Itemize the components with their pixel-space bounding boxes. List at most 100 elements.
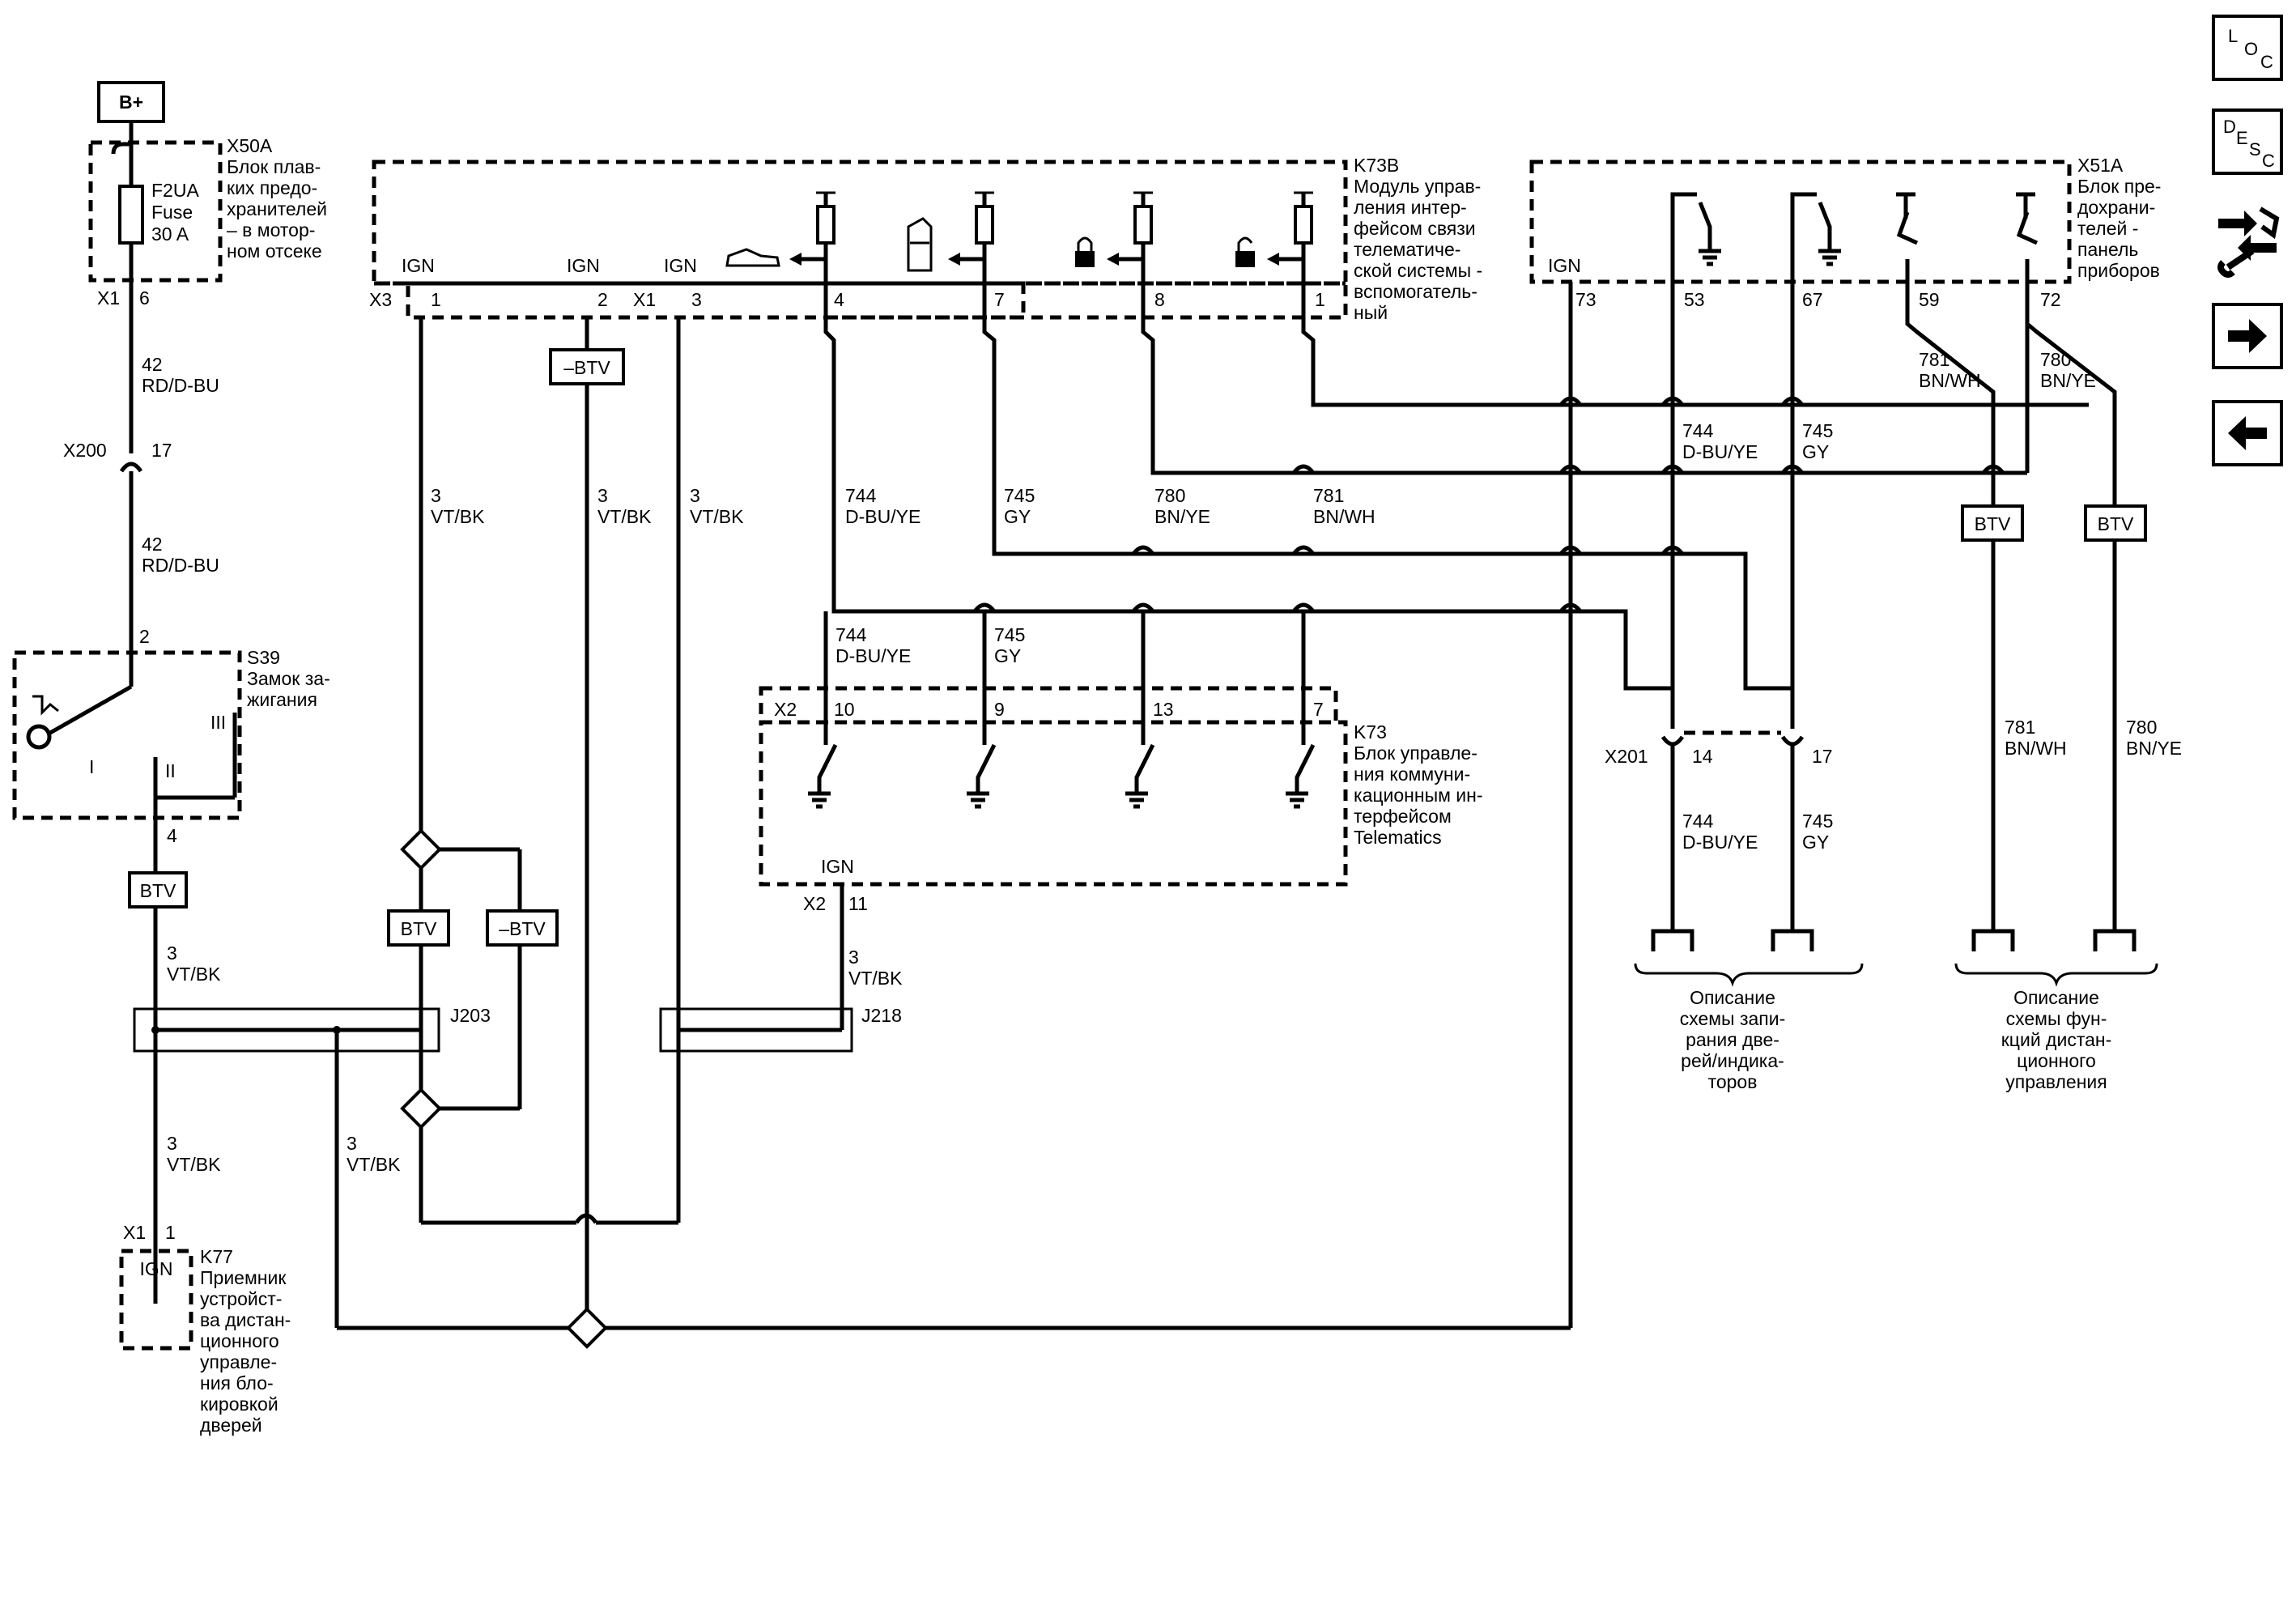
svg-text:устройст-: устройст- <box>200 1288 282 1309</box>
svg-text:VT/BK: VT/BK <box>597 506 652 527</box>
svg-text:67: 67 <box>1802 289 1823 310</box>
svg-text:торов: торов <box>1708 1071 1758 1092</box>
svg-text:–BTV: –BTV <box>499 918 546 939</box>
svg-text:3: 3 <box>691 289 702 310</box>
ref-locking-terminals: Описание схемы запи- рания две- рей/инди… <box>1634 929 1864 1092</box>
svg-text:ционного: ционного <box>2017 1050 2096 1071</box>
svg-text:D-BU/YE: D-BU/YE <box>1682 832 1758 853</box>
splice-node-bottom <box>566 1307 608 1349</box>
svg-text:управле-: управле- <box>200 1351 277 1372</box>
svg-text:ких предо-: ких предо- <box>227 177 317 198</box>
svg-text:X201: X201 <box>1605 746 1648 767</box>
svg-text:кировкой: кировкой <box>200 1394 278 1415</box>
svg-text:–BTV: –BTV <box>563 357 610 378</box>
svg-text:BTV: BTV <box>1975 513 2011 534</box>
svg-text:744: 744 <box>845 485 877 506</box>
svg-text:ской системы -: ской системы - <box>1354 260 1482 281</box>
svg-text:схемы запи-: схемы запи- <box>1680 1008 1786 1029</box>
svg-text:11: 11 <box>848 893 868 914</box>
svg-text:Блок плав-: Блок плав- <box>227 156 321 177</box>
svg-text:IGN: IGN <box>402 255 435 276</box>
svg-text:BTV: BTV <box>401 918 437 939</box>
svg-text:IGN: IGN <box>140 1258 173 1279</box>
ground-icon <box>808 743 1316 809</box>
neg-btv-label-j203: –BTV <box>486 909 559 947</box>
svg-text:X3: X3 <box>369 289 392 310</box>
svg-text:Блок управле-: Блок управле- <box>1354 743 1478 764</box>
svg-text:жигания: жигания <box>247 689 317 710</box>
svg-text:781: 781 <box>2005 717 2035 738</box>
svg-text:BN/YE: BN/YE <box>1154 506 1210 527</box>
svg-text:Блок пре-: Блок пре- <box>2077 176 2161 197</box>
svg-text:BN/WH: BN/WH <box>2005 738 2067 759</box>
svg-text:S39: S39 <box>247 647 280 668</box>
svg-text:42: 42 <box>142 534 163 555</box>
neg-btv-label-k73b: –BTV <box>549 348 625 385</box>
svg-text:745: 745 <box>994 624 1025 645</box>
svg-text:RD/D-BU: RD/D-BU <box>142 555 219 576</box>
svg-text:IGN: IGN <box>567 255 600 276</box>
svg-text:телематиче-: телематиче- <box>1354 239 1461 260</box>
svg-text:BN/YE: BN/YE <box>2126 738 2182 759</box>
svg-text:X1: X1 <box>123 1222 146 1243</box>
svg-text:42: 42 <box>142 354 163 375</box>
svg-text:рей/индика-: рей/индика- <box>1681 1050 1784 1071</box>
svg-text:IGN: IGN <box>1548 255 1581 276</box>
svg-text:ления интер-: ления интер- <box>1354 197 1467 218</box>
splice-diamond-lower <box>400 1087 442 1130</box>
svg-text:3: 3 <box>848 947 859 968</box>
svg-text:72: 72 <box>2040 289 2061 310</box>
next-page-button[interactable] <box>2212 303 2283 369</box>
svg-text:VT/BK: VT/BK <box>848 968 903 989</box>
svg-text:3: 3 <box>167 943 177 964</box>
svg-text:744: 744 <box>1682 811 1714 832</box>
desc-button[interactable]: D E S C <box>2212 109 2283 175</box>
svg-text:ния коммуни-: ния коммуни- <box>1354 764 1470 785</box>
svg-text:53: 53 <box>1684 289 1705 310</box>
svg-text:9: 9 <box>994 699 1005 720</box>
btv-label-left: BTV <box>128 871 188 908</box>
svg-text:8: 8 <box>1154 289 1165 310</box>
btv-label-j203: BTV <box>387 909 450 947</box>
wrench-connector-icon[interactable] <box>2212 194 2283 283</box>
remote-receiver-k77: X1 1 IGN K77 Приемник устройст- ва диста… <box>119 1222 291 1436</box>
svg-text:дверей: дверей <box>200 1415 262 1436</box>
arrow-right-icon <box>2228 319 2267 353</box>
svg-text:Telematics: Telematics <box>1354 827 1442 848</box>
svg-text:кационным ин-: кационным ин- <box>1354 785 1483 806</box>
svg-text:B+: B+ <box>119 91 143 113</box>
svg-text:BTV: BTV <box>140 880 176 901</box>
svg-text:X51A: X51A <box>2077 155 2124 176</box>
svg-text:3: 3 <box>690 485 700 506</box>
car-door-icon <box>907 217 933 272</box>
svg-text:схемы фун-: схемы фун- <box>2006 1008 2107 1029</box>
svg-text:3: 3 <box>597 485 608 506</box>
fuse-block-x50a: F2UA Fuse 30 A X50A Блок плав- ких предо… <box>88 135 327 309</box>
svg-text:VT/BK: VT/BK <box>167 964 221 985</box>
svg-text:III: III <box>210 712 226 733</box>
svg-text:745: 745 <box>1004 485 1035 506</box>
svg-text:745: 745 <box>1802 420 1833 441</box>
svg-text:кций дистан-: кций дистан- <box>2001 1029 2112 1050</box>
svg-text:GY: GY <box>1802 441 1829 462</box>
prev-page-button[interactable] <box>2212 400 2283 466</box>
svg-text:ный: ный <box>1354 302 1388 323</box>
svg-text:X200: X200 <box>63 440 107 461</box>
svg-text:терфейсом: терфейсом <box>1354 806 1452 827</box>
svg-text:дохрани-: дохрани- <box>2077 197 2155 218</box>
loc-button[interactable]: L O C <box>2212 15 2283 81</box>
wire-crossovers <box>973 396 2005 613</box>
svg-text:IGN: IGN <box>664 255 697 276</box>
svg-text:ния бло-: ния бло- <box>200 1372 274 1394</box>
svg-text:Модуль управ-: Модуль управ- <box>1354 176 1481 197</box>
svg-text:17: 17 <box>1812 746 1833 767</box>
ignition-switch-s39: 2 I II III S39 Замок за- жигания 4 <box>12 626 330 846</box>
splice-diamond-upper <box>400 828 442 870</box>
svg-text:Описание: Описание <box>2013 987 2099 1008</box>
svg-text:4: 4 <box>834 289 844 310</box>
connector-x201: X201 14 17 <box>1605 730 1833 767</box>
svg-text:14: 14 <box>1692 746 1713 767</box>
svg-text:2: 2 <box>139 626 150 647</box>
svg-text:GY: GY <box>1004 506 1031 527</box>
module-k73: X2 10 9 13 7 IGN X2 11 K73 Блок управле-… <box>759 686 1483 914</box>
